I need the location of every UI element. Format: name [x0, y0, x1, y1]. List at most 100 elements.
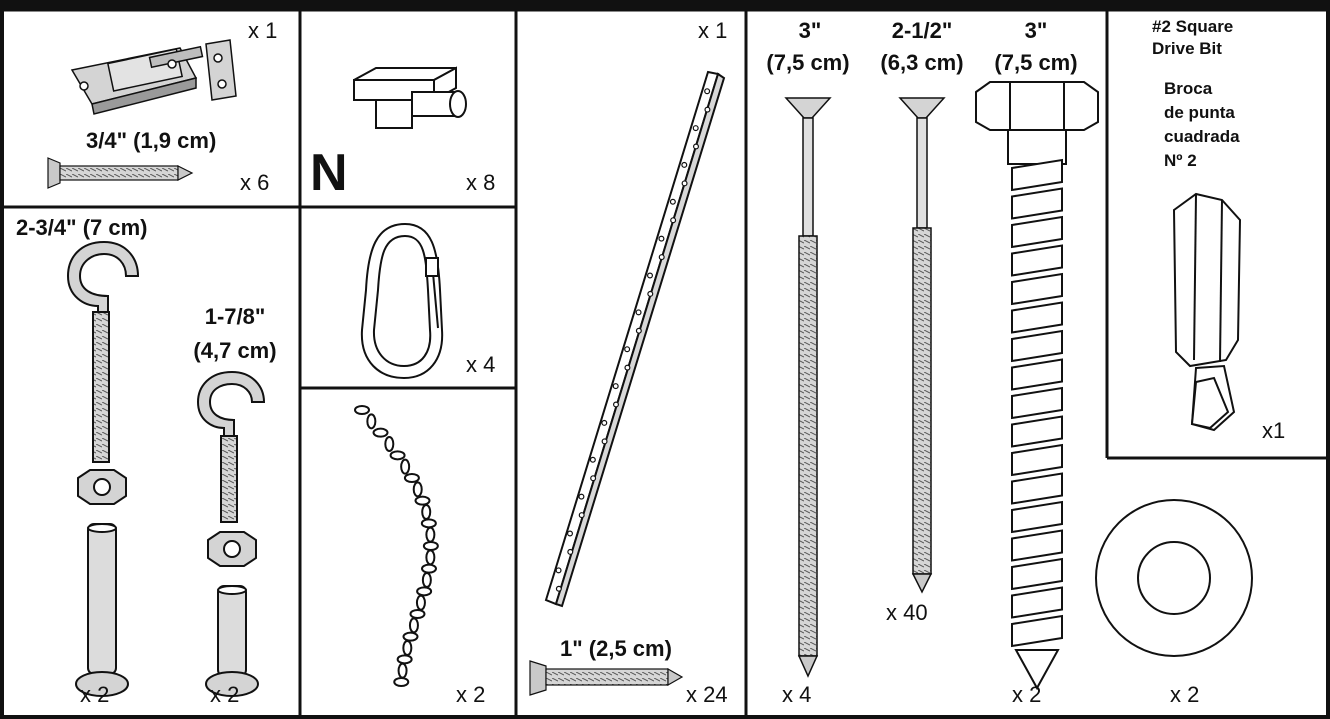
lag-thread [1011, 472, 1063, 505]
drive-bit-es-line2: de punta [1164, 103, 1235, 122]
strip-hole [624, 346, 631, 353]
chain-link [422, 541, 439, 551]
washer-icon [1095, 499, 1253, 657]
strip-hole [566, 530, 573, 537]
strip-hole [555, 567, 562, 574]
strip-hole [635, 309, 642, 316]
angle-strip-icon [544, 70, 726, 608]
screw-a-qty: x 4 [782, 682, 812, 707]
strip-hole [658, 254, 665, 261]
screw-1-inch-icon [529, 660, 684, 696]
lag-thread [1011, 244, 1063, 277]
chain-link [384, 436, 395, 452]
washer-qty: x 2 [1170, 682, 1200, 707]
chain-qty: x 2 [456, 682, 486, 707]
chain-icon [354, 405, 439, 687]
drive-bit-es-line1: Broca [1164, 79, 1213, 98]
strip-hole [567, 548, 574, 555]
eye-bolt-large-qty: x 2 [80, 682, 110, 707]
lag-thread [1011, 586, 1063, 619]
chain-link [366, 413, 377, 430]
strip-hole [601, 419, 608, 426]
screw-3-4-qty: x 6 [240, 170, 270, 195]
chain-link [402, 640, 413, 656]
screw-b-size-line1: 2-1/2" [891, 18, 953, 43]
chain-link [416, 586, 433, 597]
strip-hole [669, 198, 676, 205]
chain-link [408, 617, 419, 634]
screw-1-inch-size: 1" (2,5 cm) [560, 636, 672, 661]
drive-bit-es-line4: Nº 2 [1164, 151, 1197, 170]
eye-bolt-large-icon [66, 240, 140, 697]
screw-3-4-size: 3/4" (1,9 cm) [86, 128, 217, 153]
barrel-latch-icon [70, 39, 237, 115]
lag-thread [1011, 358, 1063, 391]
lag-thread [1011, 386, 1063, 420]
lag-thread [1011, 272, 1063, 306]
strip-hole [670, 217, 677, 224]
chain-link [409, 609, 426, 619]
strip-hole [601, 438, 608, 445]
screw-a-size-line1: 3" [798, 18, 822, 43]
strip-hole [681, 161, 688, 168]
eye-bolt-small-size-line1: 1-7/8" [204, 304, 266, 329]
eye-bolt-large-size: 2-3/4" (7 cm) [16, 215, 148, 240]
screw-3-4-icon [47, 157, 194, 189]
carabiner-icon [360, 222, 444, 380]
chain-link [412, 481, 423, 498]
chain-link [414, 495, 431, 506]
drive-bit-es-line3: cuadrada [1164, 127, 1240, 146]
strip-hole [647, 290, 654, 297]
chain-link [389, 450, 406, 461]
strip-hole [624, 364, 631, 371]
strip-hole [692, 143, 699, 150]
strip-hole [658, 235, 665, 242]
chain-link [403, 473, 420, 483]
strip-hole [704, 106, 711, 113]
strip-hole [578, 512, 585, 519]
chain-link [396, 654, 413, 665]
screw-2-1-2-inch-icon [898, 97, 946, 594]
lag-thread [1011, 158, 1063, 192]
chain-link [402, 631, 419, 642]
lag-thread [1011, 415, 1063, 448]
eye-bolt-small-qty: x 2 [210, 682, 240, 707]
chain-link [415, 594, 426, 611]
screw-c-size-line2: (7,5 cm) [994, 50, 1078, 75]
drive-bit-en-line1: #2 Square [1152, 17, 1234, 36]
strip-hole [646, 272, 653, 279]
strip-hole [578, 493, 585, 500]
chain-link [421, 504, 432, 520]
screw-1-inch-qty: x 24 [686, 682, 728, 707]
strip-hole [692, 125, 699, 132]
screw-c-size-line1: 3" [1024, 18, 1048, 43]
lag-thread [1011, 187, 1063, 220]
n-part-letter: N [310, 144, 348, 202]
strip-hole [681, 180, 688, 187]
strip-hole [635, 327, 642, 334]
drive-bit-en-line2: Drive Bit [1152, 39, 1222, 58]
chain-link [393, 677, 410, 687]
chain-link [420, 563, 437, 574]
screw-3-inch-a-icon [784, 97, 832, 678]
angle-strip-qty: x 1 [698, 18, 728, 43]
chain-link [421, 572, 432, 588]
n-connector-icon [353, 66, 467, 129]
chain-link [400, 458, 411, 475]
latch-qty: x 1 [248, 18, 278, 43]
lag-thread [1011, 557, 1063, 591]
eye-bolt-small-size-line2: (4,7 cm) [193, 338, 277, 363]
lag-thread [1011, 301, 1063, 334]
carabiner-qty: x 4 [466, 352, 496, 377]
eye-bolt-small-icon [196, 370, 266, 697]
screw-c-qty: x 2 [1012, 682, 1042, 707]
chain-link [354, 405, 370, 415]
strip-hole [612, 401, 619, 408]
strip-hole [590, 475, 597, 482]
chain-link [425, 526, 436, 543]
screw-b-size-line2: (6,3 cm) [880, 50, 964, 75]
screw-b-qty: x 40 [886, 600, 928, 625]
strip-hole [555, 585, 562, 592]
